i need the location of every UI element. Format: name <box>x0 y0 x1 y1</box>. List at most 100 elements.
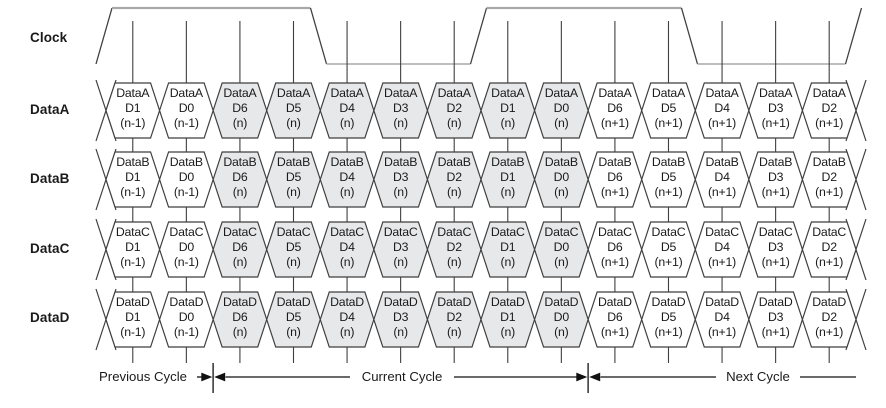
bus-cell-datac-d2 <box>426 221 482 278</box>
bus-cell-datab-d1 <box>105 151 161 208</box>
signal-label-clock: Clock <box>30 30 68 45</box>
bus-cell-datab-d6 <box>212 151 268 208</box>
arrowhead-right <box>576 372 588 382</box>
clock-falling-edge <box>680 7 699 65</box>
bus-cell-datab-d4 <box>319 151 375 208</box>
bus-cell-datad-d4 <box>319 291 375 348</box>
bus-cell-datac-d6 <box>212 221 268 278</box>
bus-cell-datac-d2 <box>801 221 857 278</box>
bus-cell-datad-d1 <box>105 291 161 348</box>
bus-cell-datac-d4 <box>694 221 750 278</box>
bus-cell-datab-d3 <box>748 151 804 208</box>
bus-cell-datad-d3 <box>748 291 804 348</box>
clock-rising-edge <box>95 7 113 65</box>
bus-cell-datab-d5 <box>641 151 696 208</box>
bus-cell-dataa-d0 <box>533 82 589 139</box>
cycle-label-current: Current Cycle <box>361 369 443 384</box>
bus-cell-dataa-d3 <box>373 82 429 139</box>
bus-cell-datad-d0 <box>533 291 589 348</box>
signal-label-dataa: DataA <box>30 102 70 117</box>
bus-cell-datad-d1 <box>480 291 536 348</box>
arrowhead-right <box>201 372 213 382</box>
bus-cell-dataa-d6 <box>587 82 643 139</box>
bus-cell-datac-d6 <box>587 221 643 278</box>
bus-cell-datad-d2 <box>801 291 857 348</box>
bus-cell-dataa-d3 <box>748 82 804 139</box>
bus-cell-datad-d2 <box>426 291 482 348</box>
bus-cell-datad-d6 <box>212 291 268 348</box>
arrowhead-left <box>589 372 601 382</box>
bus-cell-datac-d3 <box>748 221 804 278</box>
bus-cell-datad-d0 <box>158 291 214 348</box>
bus-cell-datab-d5 <box>266 151 321 208</box>
bus-cell-dataa-d1 <box>105 82 161 139</box>
signal-label-datad: DataD <box>30 310 70 325</box>
signal-label-datac: DataC <box>30 241 70 256</box>
bus-cell-datab-d0 <box>533 151 589 208</box>
bus-cell-datad-d5 <box>266 291 321 348</box>
bus-cell-dataa-d4 <box>319 82 375 139</box>
bus-cell-dataa-d5 <box>266 82 321 139</box>
cycle-label-next: Next Cycle <box>726 369 790 384</box>
bus-cell-datab-d2 <box>801 151 857 208</box>
bus-cell-datad-d6 <box>587 291 643 348</box>
bus-cell-datac-d1 <box>480 221 536 278</box>
bus-cell-dataa-d6 <box>212 82 268 139</box>
bus-cell-dataa-d5 <box>641 82 696 139</box>
bus-cell-datac-d0 <box>158 221 214 278</box>
bus-cell-dataa-d4 <box>694 82 750 139</box>
signal-label-datab: DataB <box>30 171 70 186</box>
bus-cell-datac-d5 <box>266 221 321 278</box>
bus-cell-datac-d0 <box>533 221 589 278</box>
bus-cell-dataa-d0 <box>158 82 214 139</box>
clock-rising-edge <box>469 7 488 65</box>
